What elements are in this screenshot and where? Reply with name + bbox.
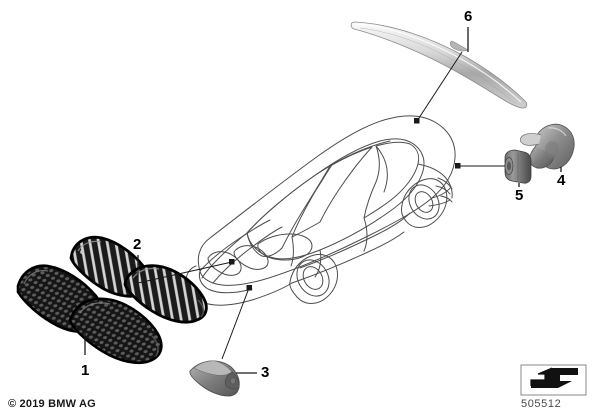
part-2-slat-kidney-grille [69, 235, 208, 324]
greenhouse-outline [246, 138, 425, 260]
leader-3-dot [246, 285, 252, 291]
part-5-cylindrical-sensor [504, 149, 532, 184]
part-3-bumper-trim-wedge [189, 360, 240, 397]
door-seam-front [314, 249, 322, 278]
car-illustration [185, 115, 456, 306]
leader-2-run [137, 261, 233, 284]
callout-number-4: 4 [557, 172, 566, 189]
leader-5-dot [455, 163, 461, 169]
bumper-upper-line [198, 270, 253, 294]
grille1-right-frame [68, 297, 163, 364]
diagram-part-number: 505512 [521, 398, 562, 410]
part-6-roof-spoiler [350, 21, 528, 109]
trunk-edge [417, 163, 453, 199]
leader-lines [84, 27, 562, 374]
bracket-arm [519, 133, 542, 146]
front-side-window [291, 146, 373, 238]
car-body-outline [197, 115, 456, 286]
cowl-line [201, 232, 248, 279]
taillight-upper [437, 177, 453, 190]
roof-seam-front [329, 140, 391, 167]
rear-wheel-rim [414, 191, 434, 213]
headlight-left [257, 233, 313, 261]
taillight-lower [435, 185, 451, 195]
rear-deck-line [431, 186, 452, 199]
callout-number-2: 2 [133, 236, 142, 253]
car-kidney-right [233, 245, 269, 270]
leader-3-run [221, 287, 250, 360]
rear-wheel-arch [401, 178, 448, 228]
direction-arrow-marker [520, 364, 587, 396]
callout-number-6: 6 [464, 8, 473, 25]
door-seam-rear [363, 217, 368, 252]
part-4-sensor-bracket [519, 123, 575, 170]
car-kidney-left [207, 251, 242, 276]
direction-arrow-icon [531, 368, 578, 388]
a-pillar-base [290, 236, 294, 267]
part-1-mesh-kidney-grille [16, 264, 163, 364]
callout-number-5: 5 [515, 187, 524, 204]
rear-valance [428, 199, 451, 207]
trim-top-face [193, 360, 233, 376]
callout-number-3: 3 [261, 364, 270, 381]
side-sill-line [291, 231, 405, 284]
rear-side-window [363, 141, 420, 219]
roof-pillar-c [375, 145, 388, 193]
hood-left-edge [199, 219, 271, 272]
rear-wheel [408, 184, 440, 220]
callout-number-1: 1 [81, 362, 90, 379]
side-crease-line [299, 212, 411, 269]
front-wheel-arch [289, 253, 339, 304]
rear-bumper-line [440, 195, 453, 203]
leader-6-run [416, 51, 463, 122]
windshield [246, 165, 331, 257]
leader-6-dot [414, 118, 420, 124]
leader-2-dot [229, 259, 235, 265]
spoiler-mount-tab [449, 40, 469, 52]
front-wheel-rim [302, 266, 324, 290]
grille2-right-frame [123, 264, 208, 324]
copyright-notice: © 2019 BMW AG [8, 398, 96, 410]
